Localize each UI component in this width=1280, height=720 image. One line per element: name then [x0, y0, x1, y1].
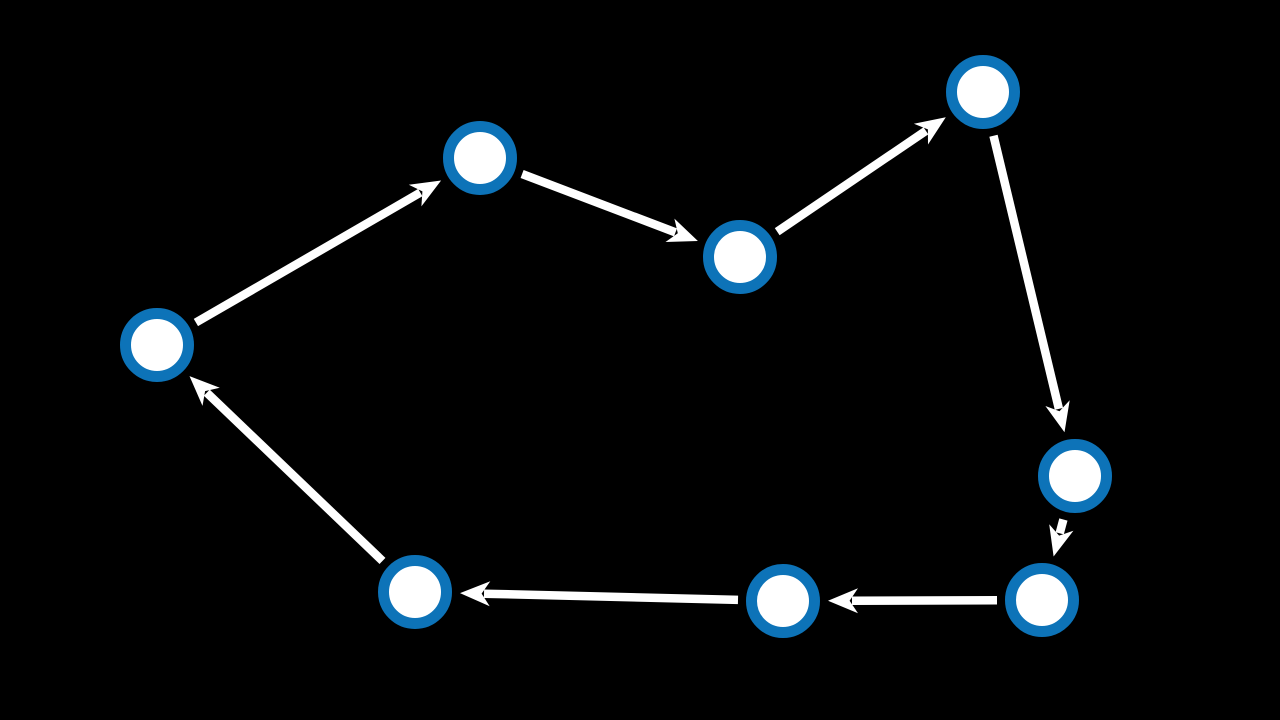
arrowhead-icon — [1049, 524, 1074, 557]
edge-n6-n7 — [828, 588, 998, 614]
arrowhead-icon — [665, 218, 698, 242]
edge-shaft — [851, 595, 998, 605]
graph-node-bottom-left — [378, 555, 452, 629]
edge-shaft — [483, 589, 739, 605]
edge-shaft — [989, 134, 1064, 410]
arrowhead-icon — [913, 117, 946, 145]
arrowhead-icon — [1045, 400, 1070, 433]
arrowhead-icon — [460, 581, 491, 607]
graph-node-top-right — [946, 55, 1020, 129]
edge-n2-n3 — [520, 170, 698, 242]
arrowhead-icon — [408, 180, 442, 207]
graph-node-left — [120, 308, 194, 382]
graph-node-top-middle — [703, 220, 777, 294]
edge-shaft — [774, 127, 929, 236]
graph-node-upper-left — [443, 121, 517, 195]
edge-shaft — [520, 170, 678, 237]
graph-node-bottom-middle — [746, 564, 820, 638]
edge-n4-n5 — [989, 134, 1070, 433]
edge-shaft — [1055, 518, 1068, 535]
edge-n5-n6 — [1049, 518, 1074, 557]
edge-n1-n2 — [193, 180, 442, 327]
edge-n3-n4 — [774, 117, 946, 236]
edge-n7-n8 — [460, 581, 739, 607]
arrowhead-icon — [828, 588, 858, 614]
edge-n8-n1 — [189, 376, 386, 564]
edge-shaft — [203, 389, 386, 564]
graph-node-bottom-right — [1005, 563, 1079, 637]
graph-node-right — [1038, 439, 1112, 513]
edge-shaft — [193, 188, 423, 327]
arrowhead-icon — [189, 376, 220, 406]
